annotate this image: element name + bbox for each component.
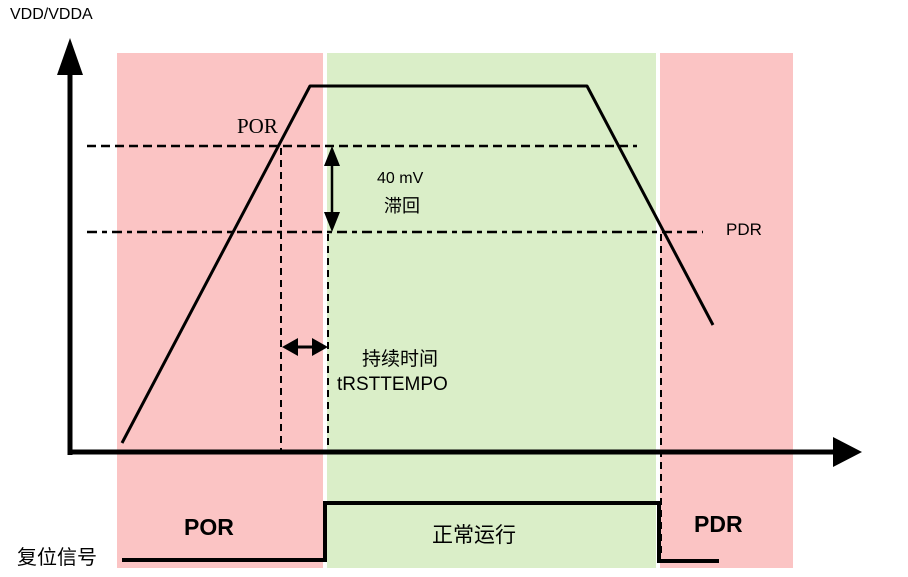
phase-pdr-label: PDR [694, 511, 743, 537]
reset-signal-waveform [122, 501, 719, 563]
reset-signal-label: 复位信号 [17, 547, 97, 569]
hysteresis-value-label: 40 mV [377, 170, 424, 187]
hysteresis-arrow-down-icon [324, 212, 340, 232]
duration-arrow-left-icon [282, 338, 298, 356]
pdr-reset-region-right [660, 53, 793, 568]
duration-text-label: 持续时间 [362, 349, 439, 370]
vdd-voltage-curve [120, 84, 715, 444]
por-reset-region-left [117, 53, 323, 568]
pdr-threshold-label: PDR [726, 220, 762, 239]
hysteresis-text-label: 滞回 [384, 196, 420, 216]
y-axis-label: VDD/VDDA [10, 6, 93, 23]
x-axis-arrow-icon [833, 437, 862, 467]
duration-symbol-label: tRSTTEMPO [337, 374, 448, 395]
phase-por-label: POR [184, 514, 234, 540]
hysteresis-arrow-up-icon [324, 146, 340, 166]
por-threshold-label: POR [237, 114, 278, 138]
duration-arrow-right-icon [312, 338, 328, 356]
normal-run-region [327, 53, 656, 568]
y-axis-arrow-icon [57, 38, 83, 75]
phase-normal-run-label: 正常运行 [432, 523, 516, 547]
